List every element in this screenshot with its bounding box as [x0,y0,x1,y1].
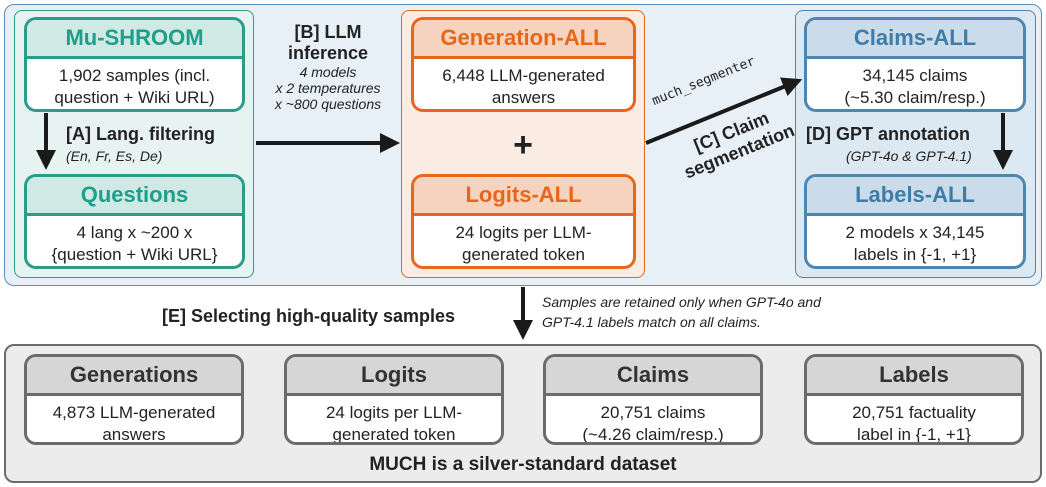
generation-all-line1: 6,448 LLM-generated [442,66,605,85]
labels-title: Labels [807,357,1021,396]
logits-all-line1: 24 logits per LLM- [455,223,592,242]
generation-all-line2: answers [491,88,556,107]
step-d-label: [D] GPT annotation [806,124,970,144]
generations-card: Generations 4,873 LLM-generated answers [24,354,244,445]
claims-all-line1: 34,145 claims [862,66,968,85]
step-a-label: [A] Lang. filtering [66,124,215,144]
logits-card: Logits 24 logits per LLM- generated toke… [284,354,504,445]
claims-line2: (~4.26 claim/resp.) [582,425,724,444]
labels-all-line2: labels in {-1, +1} [853,245,977,264]
labels-line2: label in {-1, +1} [857,425,971,444]
generations-title: Generations [27,357,241,396]
labels-all-title: Labels-ALL [807,177,1023,216]
claims-card: Claims 20,751 claims (~4.26 claim/resp.) [543,354,763,445]
labels-card: Labels 20,751 factuality label in {-1, +… [804,354,1024,445]
logits-all-line2: generated token [462,245,585,264]
labels-all-card: Labels-ALL 2 models x 34,145 labels in {… [804,174,1026,269]
step-e-note-2: GPT-4.1 labels match on all claims. [542,314,761,330]
dataset-caption: MUCH is a silver-standard dataset [369,454,677,475]
mushroom-card: Mu-SHROOM 1,902 samples (incl. question … [24,17,245,112]
step-b-detail-2: x 2 temperatures [275,80,381,96]
questions-card: Questions 4 lang x ~200 x {question + Wi… [24,174,245,269]
step-b-group: [B] LLM inference 4 models x 2 temperatu… [258,22,398,112]
claims-line1: 20,751 claims [600,403,706,422]
logits-line1: 24 logits per LLM- [325,403,463,422]
questions-line1: 4 lang x ~200 x [76,223,193,242]
mushroom-line2: question + Wiki URL) [54,88,215,107]
step-e-note-1: Samples are retained only when GPT-4o an… [542,294,821,310]
logits-all-card: Logits-ALL 24 logits per LLM- generated … [411,174,636,269]
step-b-detail-1: 4 models [299,64,357,80]
labels-line1: 20,751 factuality [852,403,976,422]
step-b-label-2: inference [287,43,369,63]
labels-all-line1: 2 models x 34,145 [845,223,985,242]
step-e-label: [E] Selecting high-quality samples [162,306,456,326]
step-d-detail: (GPT-4o & GPT-4.1) [846,148,972,164]
questions-title: Questions [27,177,242,216]
claims-all-line2: (~5.30 claim/resp.) [844,88,986,107]
generation-all-card: Generation-ALL 6,448 LLM-generated answe… [411,17,636,112]
generations-line1: 4,873 LLM-generated [52,403,216,422]
claims-all-card: Claims-ALL 34,145 claims (~5.30 claim/re… [804,17,1026,112]
mushroom-line1: 1,902 samples (incl. [58,66,211,85]
logits-all-title: Logits-ALL [414,177,633,216]
claims-all-title: Claims-ALL [807,20,1023,59]
logits-title: Logits [287,357,501,396]
plus-sign: + [513,126,533,164]
step-a-detail: (En, Fr, Es, De) [66,148,163,164]
step-b-label-1: [B] LLM [294,22,362,42]
logits-line2: generated token [332,425,456,444]
questions-line2: {question + Wiki URL} [51,245,218,264]
mushroom-title: Mu-SHROOM [27,20,242,59]
generation-all-title: Generation-ALL [414,20,633,59]
claims-title: Claims [546,357,760,396]
generations-line2: answers [102,425,166,444]
step-b-detail-3: x ~800 questions [274,96,382,112]
